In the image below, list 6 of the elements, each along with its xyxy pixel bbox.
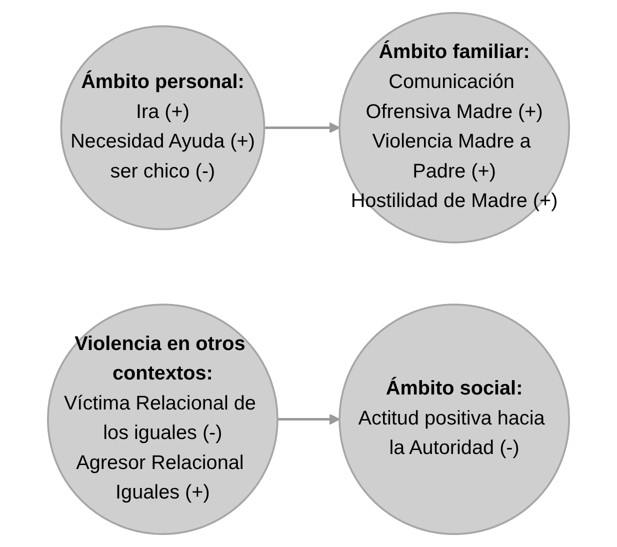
node-circle: Violencia en otros contextos: Víctima Relacional de los iguales (-) Agresor Relacional Iguales (+) (47, 304, 278, 535)
node-circle: Ámbito familiar: Comunicación Ofrensiva Madre (+) Violencia Madre a Padre (+) Hostilidad de Madre (+) (338, 12, 570, 244)
arrow (264, 122, 340, 134)
arrow (277, 414, 340, 425)
node-circle: Ámbito personal: Ira (+) Necesidad Ayuda (+) ser chico (-) (60, 25, 266, 230)
node-circle: Ámbito social: Actitud positiva hacia la Autoridad (-) (338, 304, 570, 535)
